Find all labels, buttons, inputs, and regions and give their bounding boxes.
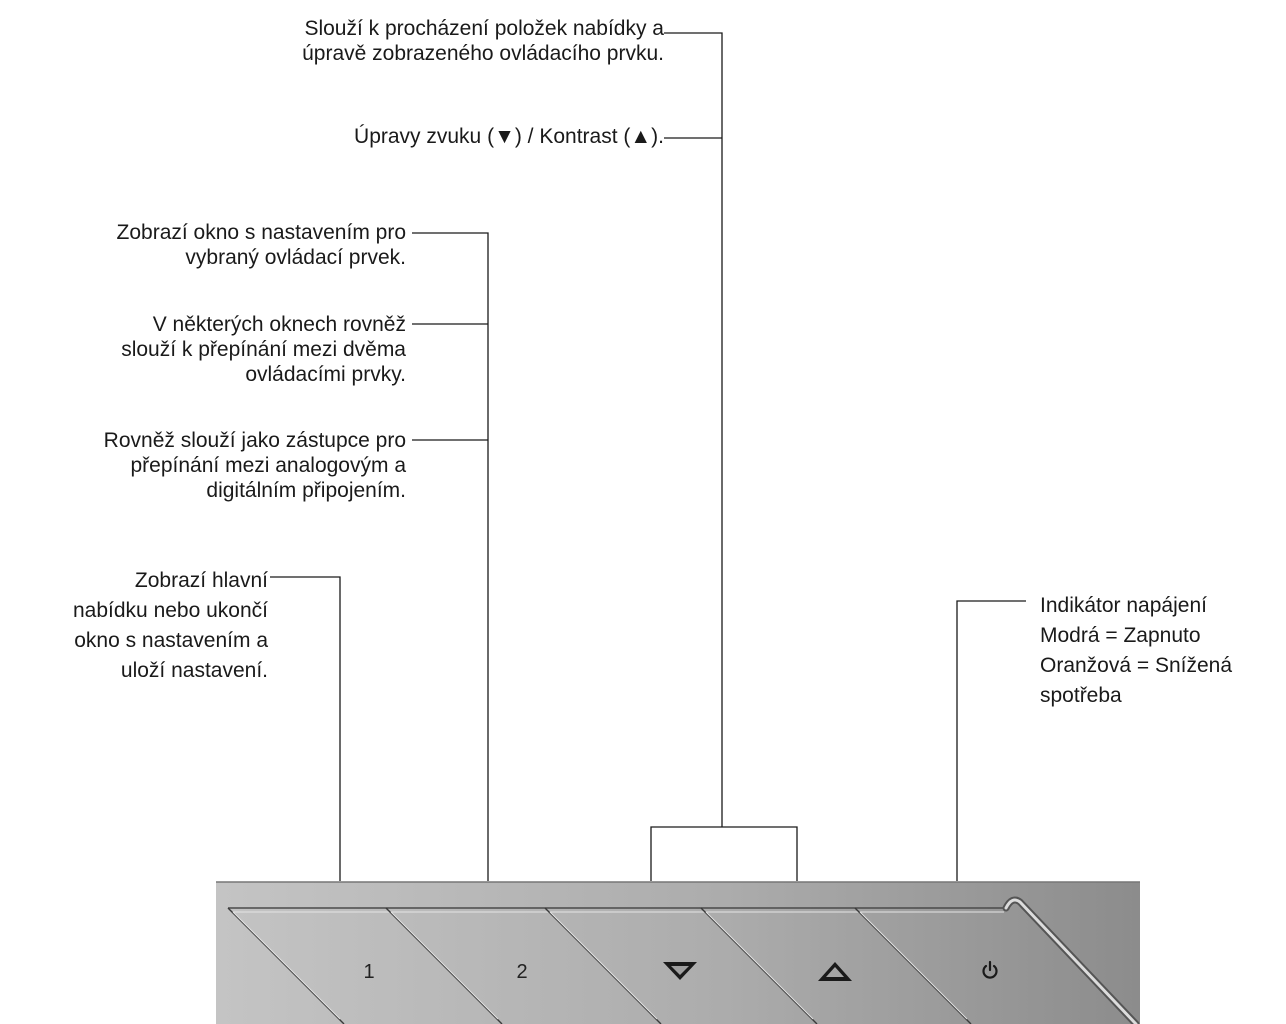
callout-toggle-controls-line-1: V některých oknech rovněž (152, 313, 406, 336)
callout-power-indicator-line-2: Modrá = Zapnuto (1040, 624, 1201, 647)
bezel-body (216, 882, 1140, 1024)
leader-arrow-bracket (650, 826, 798, 881)
callout-navigate-line-1: Slouží k procházení položek nabídky a (304, 17, 664, 40)
separator-highlight-3 (705, 911, 814, 1020)
callout-volume-contrast-line-1: Úpravy zvuku (▼) / Kontrast (▲). (354, 125, 664, 148)
triangle-up-icon-inner (826, 967, 844, 977)
leader-lines (270, 32, 1026, 881)
callout-main-menu-line-3: okno s nastavením a (74, 629, 268, 652)
callout-power-indicator-line-4: spotřeba (1040, 684, 1122, 707)
callout-toggle-controls: V některých oknech rovněž slouží k přepí… (121, 312, 406, 387)
callout-input-shortcut: Rovněž slouží jako zástupce pro přepínán… (104, 428, 406, 503)
separator-0 (227, 907, 345, 1024)
callout-input-shortcut-line-2: přepínání mezi analogovým a (130, 454, 407, 477)
callout-volume-contrast: Úpravy zvuku (▼) / Kontrast (▲). (354, 124, 664, 149)
separator-1 (385, 907, 503, 1024)
separator-highlight-0 (232, 911, 341, 1020)
leader-power-indicator (956, 600, 1026, 881)
separator-4 (854, 907, 972, 1024)
separator-2 (544, 907, 662, 1024)
button-1-label[interactable]: 1 (363, 961, 374, 983)
power-led-highlight (1004, 898, 1138, 1024)
bezel-panel: 1 2 (216, 881, 1140, 1024)
callout-main-menu-line-4: uloží nastavení. (120, 659, 268, 682)
separator-3 (700, 907, 818, 1024)
callout-settings-window: Zobrazí okno s nastavením pro vybraný ov… (117, 220, 406, 270)
callout-toggle-controls-line-3: ovládacími prvky. (245, 363, 406, 386)
callout-navigate: Slouží k procházení položek nabídky a úp… (302, 16, 664, 66)
separator-highlight-2 (549, 911, 658, 1020)
separator-highlight-4 (859, 911, 968, 1020)
callout-input-shortcut-line-1: Rovněž slouží jako zástupce pro (103, 429, 406, 452)
callout-input-shortcut-line-3: digitálním připojením. (206, 479, 406, 502)
callout-navigate-line-2: úpravě zobrazeného ovládacího prvku. (302, 42, 664, 65)
callout-power-indicator-line-1: Indikátor napájení (1040, 594, 1207, 617)
leader-navigate (664, 32, 723, 827)
callout-settings-window-line-1: Zobrazí okno s nastavením pro (116, 221, 406, 244)
separator-highlight-1 (390, 911, 499, 1020)
callout-power-indicator-line-3: Oranžová = Snížená (1040, 654, 1233, 677)
callout-main-menu-line-1: Zobrazí hlavní (134, 569, 268, 592)
triangle-down-icon-inner (671, 966, 689, 975)
callout-toggle-controls-line-2: slouží k přepínání mezi dvěma (121, 338, 406, 361)
leader-settings-window (412, 232, 489, 881)
power-icon[interactable] (982, 960, 998, 979)
leader-main-menu (270, 576, 341, 881)
callout-main-menu-line-2: nabídku nebo ukončí (73, 599, 268, 622)
callout-main-menu: Zobrazí hlavní nabídku nebo ukončí okno … (73, 566, 268, 686)
callout-settings-window-line-2: vybraný ovládací prvek. (185, 246, 406, 269)
button-2-label[interactable]: 2 (516, 961, 527, 983)
callout-power-indicator: Indikátor napájení Modrá = Zapnuto Oranž… (1040, 591, 1232, 711)
